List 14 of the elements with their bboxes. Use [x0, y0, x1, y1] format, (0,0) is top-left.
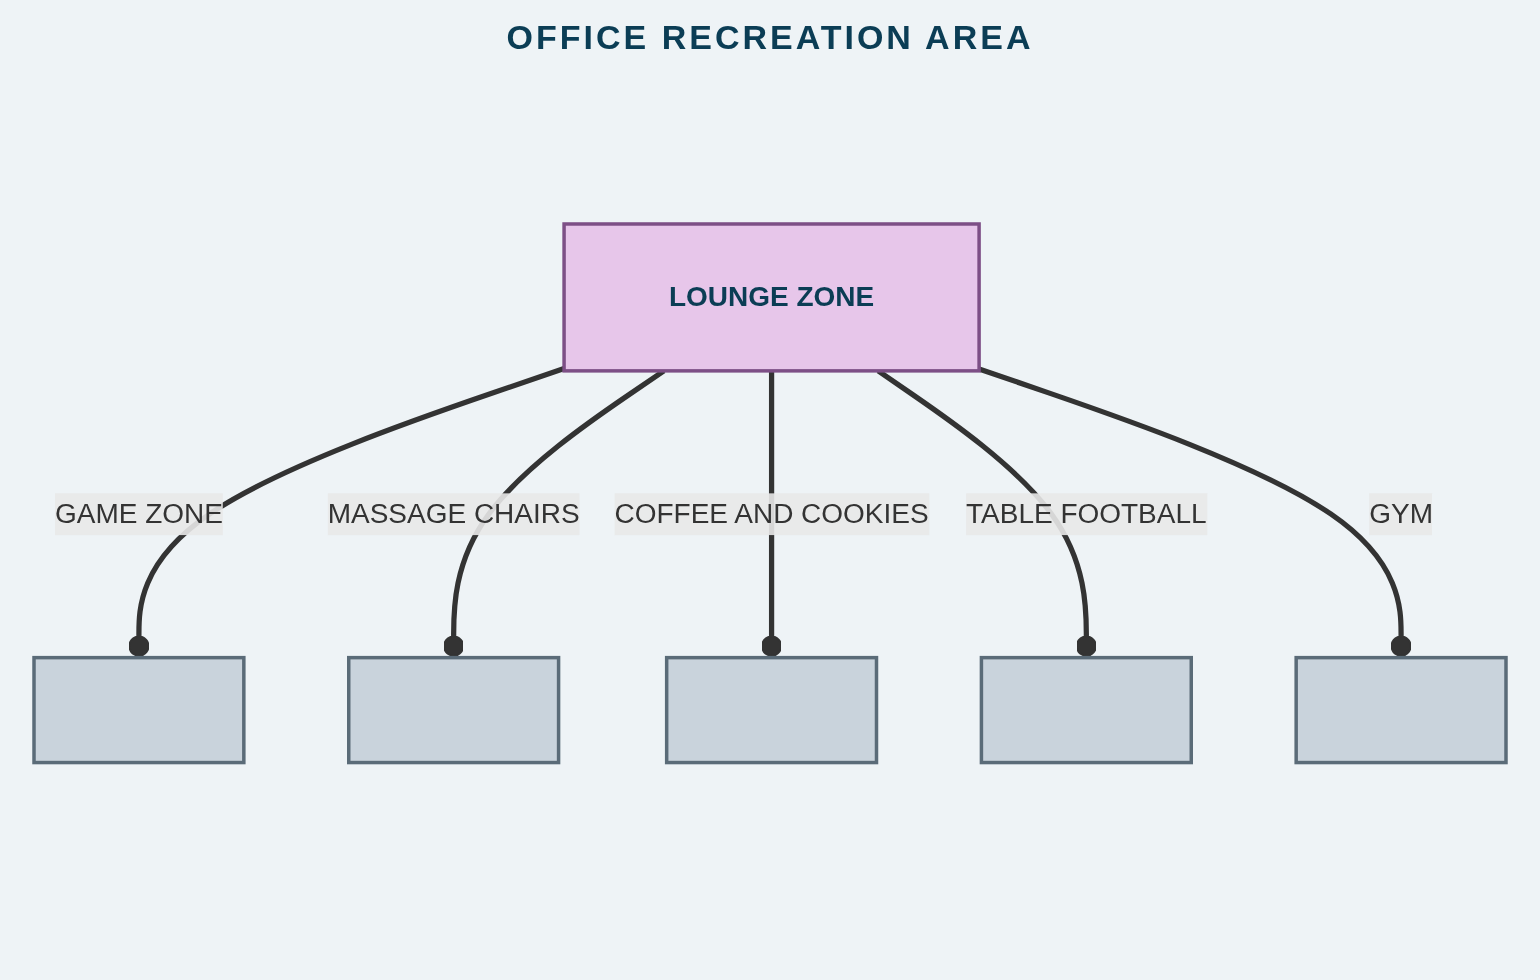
- edge-label: COFFEE AND COOKIES: [614, 498, 929, 528]
- node-box: [32, 655, 246, 765]
- node-box: [347, 655, 561, 765]
- edge-label: TABLE FOOTBALL: [966, 498, 1207, 528]
- connector: [128, 365, 565, 658]
- node-box: [664, 655, 879, 765]
- edge-label: GAME ZONE: [54, 498, 223, 528]
- connector: [978, 366, 1412, 658]
- node-box: [1294, 655, 1508, 765]
- edge-label: GYM: [1369, 498, 1433, 528]
- node-box: LOUNGE ZONE: [562, 221, 981, 373]
- edge-label: MASSAGE CHAIRS: [327, 498, 580, 528]
- diagram-title: OFFICE RECREATION AREA: [506, 18, 1034, 57]
- node-box: [979, 655, 1193, 765]
